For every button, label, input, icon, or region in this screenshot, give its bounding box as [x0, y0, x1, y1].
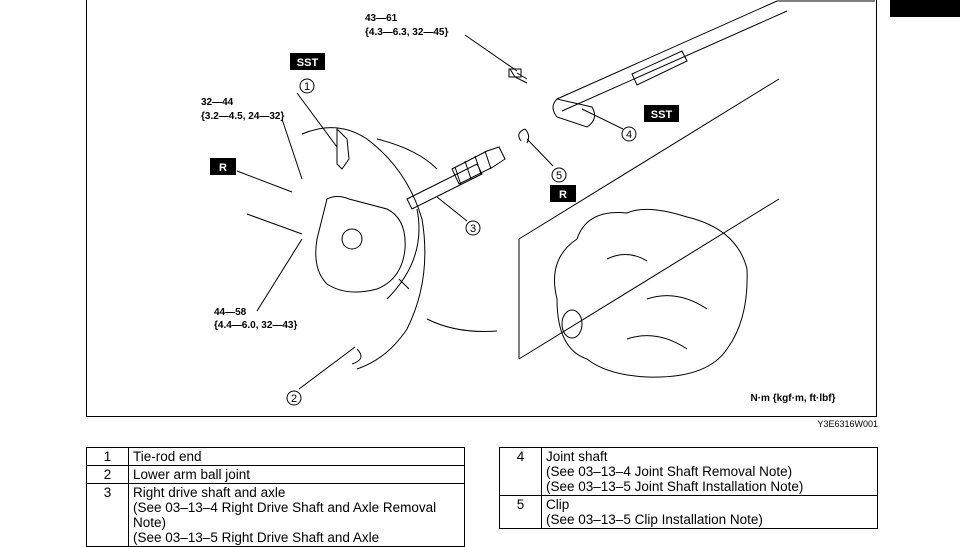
drive-shaft-drawing — [406, 146, 506, 210]
torque-units-left: {3.2—4.5, 24—32} — [201, 111, 284, 122]
sst-badge-right — [644, 105, 679, 122]
legend-row: 2 Lower arm ball joint — [86, 465, 465, 484]
figure-code: Y3E6316W001 — [817, 419, 878, 429]
legend-number: 3 — [86, 483, 129, 547]
marker-2-circle — [286, 390, 302, 406]
legend-description: Right drive shaft and axle (See 03–13–4 … — [128, 483, 465, 547]
legend-number: 1 — [86, 447, 129, 466]
legend-description: Lower arm ball joint — [128, 465, 465, 484]
r-label-right: R — [559, 189, 567, 201]
legend-number: 2 — [86, 465, 129, 484]
marker-4-circle — [621, 126, 637, 142]
torque-value-bottom: 44—58 — [214, 307, 247, 318]
legend-row: 4 Joint shaft (See 03–13–4 Joint Shaft R… — [499, 447, 878, 496]
legend-row: 1 Tie-rod end — [86, 447, 465, 466]
r-badge-left — [210, 158, 236, 175]
legend-description: Clip (See 03–13–5 Clip Installation Note… — [541, 495, 878, 529]
torque-value-top: 43—61 — [365, 13, 398, 24]
sst-label-left: SST — [297, 57, 319, 69]
legend-table-left: 1 Tie-rod end 2 Lower arm ball joint 3 R… — [86, 447, 465, 547]
marker-5-circle — [551, 167, 567, 183]
marker-3-circle — [465, 220, 481, 236]
legend-number: 5 — [499, 495, 542, 529]
exploded-view-figure: 43—61 {4.3—6.3, 32—45} 32—44 {3.2—4.5, 2… — [86, 0, 877, 417]
legend-table-right: 4 Joint shaft (See 03–13–4 Joint Shaft R… — [499, 447, 878, 529]
sst-label-right: SST — [651, 109, 673, 121]
sst-badge-left — [290, 53, 325, 70]
marker-2: 2 — [291, 393, 297, 405]
torque-units-top: {4.3—6.3, 32—45} — [365, 27, 448, 38]
marker-5: 5 — [556, 170, 562, 182]
legend-description: Joint shaft (See 03–13–4 Joint Shaft Rem… — [541, 447, 878, 496]
drive-shaft-illustration: 43—61 {4.3—6.3, 32—45} 32—44 {3.2—4.5, 2… — [201, 0, 875, 406]
transaxle-drawing — [518, 78, 780, 378]
units-note: N·m {kgf·m, ft·lbf} — [751, 393, 836, 404]
legend-number: 4 — [499, 447, 542, 496]
legend-row: 5 Clip (See 03–13–5 Clip Installation No… — [499, 495, 878, 529]
r-label-left: R — [219, 162, 227, 174]
torque-units-bottom: {4.4—6.0, 32—43} — [214, 320, 297, 331]
legend-description: Tie-rod end — [128, 447, 465, 466]
joint-shaft-drawing — [508, 0, 875, 144]
legend-row: 3 Right drive shaft and axle (See 03–13–… — [86, 483, 465, 547]
page-tab-marker — [890, 0, 960, 17]
torque-value-left: 32—44 — [201, 97, 234, 108]
marker-1: 1 — [304, 81, 310, 93]
knuckle-drawing — [246, 127, 498, 370]
r-badge-right — [550, 185, 576, 202]
marker-3: 3 — [470, 223, 476, 235]
marker-1-circle — [299, 78, 315, 94]
marker-4: 4 — [626, 129, 632, 141]
